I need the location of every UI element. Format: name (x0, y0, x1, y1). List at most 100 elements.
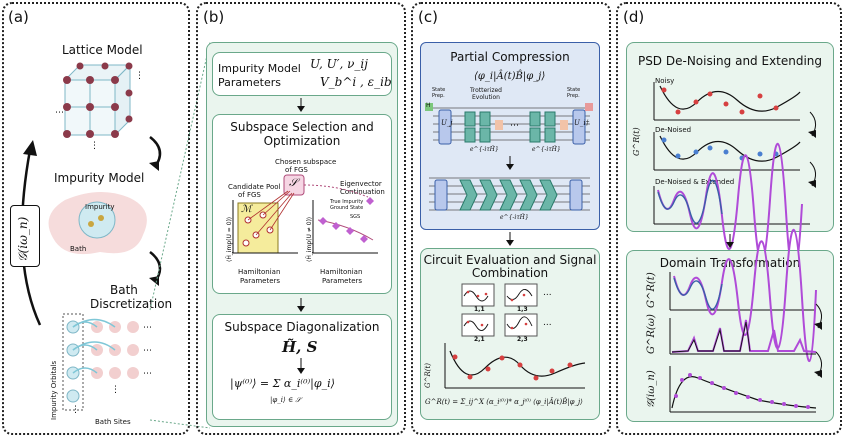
pc-title: Partial Compression (450, 50, 570, 64)
svg-text:⋯: ⋯ (143, 369, 152, 379)
h-imp-un0: ⟨Ĥ_imp(U ≠ 0)⟩ (306, 216, 313, 262)
panel-c-label: (c) (418, 8, 438, 26)
denoised-extended-plot (653, 143, 810, 276)
panel-d (616, 2, 842, 435)
green-function-label: 𝒢(iω_n) (16, 216, 30, 262)
ui-gate: U_i† (574, 119, 590, 127)
circuit-top: ⋯ (425, 103, 593, 145)
tile-label-1-3: 1,3 (517, 306, 528, 313)
true-impurity-2: Ground State (330, 205, 364, 211)
state-prep-r-2: Prep. (567, 93, 580, 99)
diag-title: Subspace Diagonalization (224, 320, 380, 334)
state-prep-1: State (432, 87, 446, 93)
svg-text:⋯: ⋯ (143, 323, 152, 333)
denoised-ext-label: De-Noised & Extended (655, 178, 735, 186)
subspace-title-1: Subspace Selection and (230, 120, 374, 134)
candidate-pool-1: Candidate Pool (228, 183, 281, 191)
diag-math: H̃, S (282, 338, 318, 356)
s-symbol: 𝒮 (289, 176, 298, 189)
curve-arrow-d3 (814, 303, 822, 330)
lattice-cube-graphic: ⋮⋯⋮ (55, 62, 144, 151)
hamiltonian-params-left-2: Parameters (240, 277, 281, 285)
chosen-subspace-1: Chosen subspace (275, 158, 337, 166)
giwn-label: 𝒢(iω_n) (646, 370, 657, 408)
green-function-label-box (10, 205, 40, 267)
eval-title-1: Circuit Evaluation and Signal (423, 253, 597, 267)
gr-t-label-c: G^R(t) (424, 362, 432, 388)
svg-text:⋮: ⋮ (71, 405, 80, 415)
noisy-label: Noisy (655, 77, 675, 85)
arrow-b2 (297, 298, 305, 312)
exp-1: e^{-iτĤ} (470, 146, 499, 153)
chosen-subspace-2: of FGS (285, 166, 308, 174)
domain-gr-t-plot (669, 229, 817, 362)
params-title-1: Impurity Model (218, 62, 301, 75)
gr-w-label: G^R(ω) (646, 314, 657, 354)
gr-equation: G^R(t) = Σ_ij^X (α_i⁽⁰⁾)* α_j⁽⁰⁾ ⟨φ_i|Â(… (425, 398, 583, 406)
noisy-plot (653, 82, 801, 121)
svg-text:⋯: ⋯ (55, 108, 64, 118)
sgs-label: SGS (350, 214, 361, 220)
impurity-model-title: Impurity Model (54, 171, 145, 185)
bath-discretization-title-1: Bath (110, 283, 138, 297)
trotter-1: Trotterized (470, 87, 502, 94)
hamiltonian-params-left-1: Hamiltonian (238, 268, 281, 276)
bath-label: Bath (70, 245, 87, 253)
h-gate: H (426, 102, 431, 109)
svg-text:⋯: ⋯ (143, 346, 152, 356)
hamiltonian-params-right-1: Hamiltonian (320, 268, 363, 276)
denoised-label: De-Noised (655, 126, 692, 134)
combined-signal-plot (444, 343, 586, 389)
domain-box (626, 250, 834, 422)
curve-arrow-d1 (808, 111, 816, 138)
bath-sites-graphic: ⋯ ⋯ ⋯ ⋮ ⋮ (62, 313, 152, 415)
arrow-b3 (297, 358, 305, 374)
svg-text:⋮: ⋮ (135, 71, 144, 81)
psd-title: PSD De-Noising and Extending (637, 54, 823, 68)
svg-text:⋯: ⋯ (510, 121, 519, 131)
psi-equation: |ψ⁽⁰⁾⟩ = Σ α_i⁽⁰⁾|φ_i⟩ (230, 377, 335, 390)
exp-2: e^{-iτĤ} (532, 146, 561, 153)
uj-gate: U_j (441, 119, 453, 127)
eigen-cont-2: Continuation (340, 188, 385, 196)
tile-dots-1: ... (543, 288, 552, 298)
panel-d-label: (d) (623, 8, 645, 26)
candidate-pool-2: of FGS (238, 191, 261, 199)
m-symbol: ℳ (241, 204, 252, 215)
arrow-c1 (506, 156, 514, 170)
domain-gr-w-plot (669, 318, 817, 355)
tile-label-1-1: 1,1 (474, 306, 485, 313)
impurity-label: Impurity (85, 203, 115, 211)
true-impurity-1: True Impurity (330, 199, 364, 205)
domain-giwn-plot (669, 366, 817, 413)
denoised-plot (653, 132, 801, 171)
trotter-2: Evolution (472, 94, 500, 101)
eigen-cont-1: Eigenvector (340, 180, 382, 188)
params-math-1: U, U′, ν_ij (310, 57, 368, 71)
subspace-title-2: Optimization (263, 134, 341, 148)
psi-subscript: |φ_i⟩ ∈ 𝒮 (270, 396, 301, 404)
signal-tiles (461, 283, 538, 337)
panel-a (2, 2, 190, 435)
curved-arrow-down-1 (149, 136, 162, 171)
params-title-2: Parameters (218, 76, 281, 89)
arrow-b1 (297, 98, 305, 112)
state-prep-2: Prep. (432, 93, 445, 99)
curve-arrow-d4 (814, 351, 822, 378)
panel-c (411, 2, 611, 435)
panel-b (196, 2, 406, 435)
lattice-model-title: Lattice Model (62, 43, 143, 57)
svg-text:⋮: ⋮ (111, 385, 120, 395)
exp-3: e^{-iτĤ} (500, 214, 529, 221)
tile-dots-2: ... (543, 318, 552, 328)
impurity-bath-blob (48, 191, 147, 255)
panel-a-label: (a) (8, 8, 29, 26)
hamiltonian-params-right-2: Parameters (322, 277, 363, 285)
zoom-lines (149, 41, 211, 429)
tile-label-2-1: 2,1 (474, 336, 485, 343)
tile-label-2-3: 2,3 (517, 336, 528, 343)
diag-box (212, 314, 392, 420)
gr-t-label-d2: G^R(t) (646, 272, 657, 308)
arrow-c2 (506, 232, 514, 246)
params-math-2: V_b^i , ε_ib (320, 75, 392, 89)
